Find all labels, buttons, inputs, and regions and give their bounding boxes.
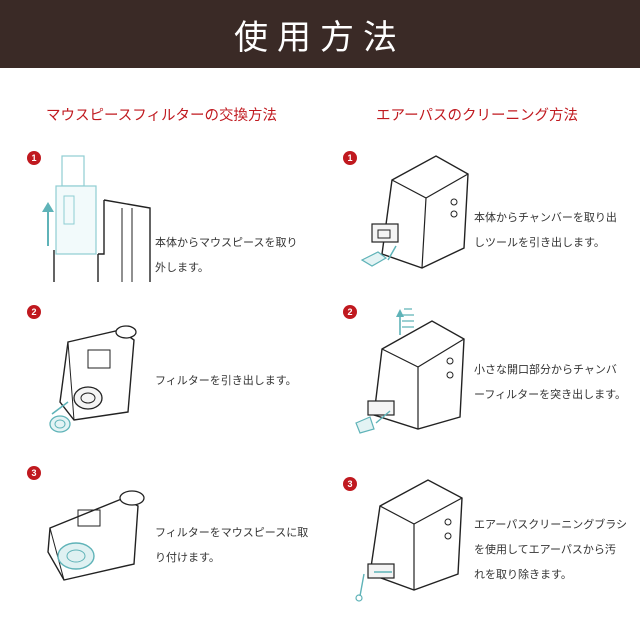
step-text: 小さな開口部分からチャンバ ーフィルターを突き出します。 [474, 357, 626, 407]
step-text-line: 外します。 [155, 261, 209, 274]
step-text-line: れを取り除きます。 [474, 568, 572, 581]
step-text-line: しツールを引き出します。 [474, 236, 605, 249]
step-text: フィルターを引き出します。 [155, 368, 297, 393]
step-text-line: 本体からチャンバーを取り出 [474, 211, 617, 224]
right-section-title: エアーパスのクリーニング方法 [376, 108, 578, 124]
page-title: 使用方法 [234, 17, 406, 58]
step-number-badge: 1 [27, 151, 41, 165]
mouthpiece-removal-illustration [42, 155, 151, 282]
step-number-badge: 1 [343, 151, 357, 165]
chamber-removal-illustration [360, 155, 469, 269]
chamber-filter-push-illustration [355, 308, 465, 434]
step-number-badge: 2 [27, 305, 41, 319]
step-text-line: ーフィルターを突き出します。 [474, 388, 627, 401]
step-text: フィルターをマウスピースに取 り付けます。 [155, 520, 308, 570]
step-text-line: り付けます。 [155, 551, 220, 564]
step-text-line: 小さな開口部分からチャンバ [474, 363, 617, 376]
filter-pull-illustration [49, 325, 137, 433]
step-text-line: エアーパスクリーニングブラシ [474, 518, 628, 531]
step-text: エアーパスクリーニングブラシ を使用してエアーパスから汚 れを取り除きます。 [474, 512, 627, 587]
step-text-line: 本体からマウスピースを取り [155, 236, 298, 249]
step-text: 本体からチャンバーを取り出 しツールを引き出します。 [474, 205, 617, 255]
page-header: 使用方法 [0, 0, 640, 68]
step-text: 本体からマウスピースを取り 外します。 [155, 230, 297, 280]
step-text-line: を使用してエアーパスから汚 [474, 543, 616, 556]
filter-attach-illustration [47, 490, 145, 581]
step-text-line: フィルターをマウスピースに取 [155, 526, 309, 539]
left-section-title: マウスピースフィルターの交換方法 [46, 108, 277, 124]
step-text-line: フィルターを引き出します。 [155, 374, 297, 387]
step-number-badge: 3 [343, 477, 357, 491]
step-number-badge: 3 [27, 466, 41, 480]
step-number-badge: 2 [343, 305, 357, 319]
airpath-brush-illustration [355, 479, 463, 602]
